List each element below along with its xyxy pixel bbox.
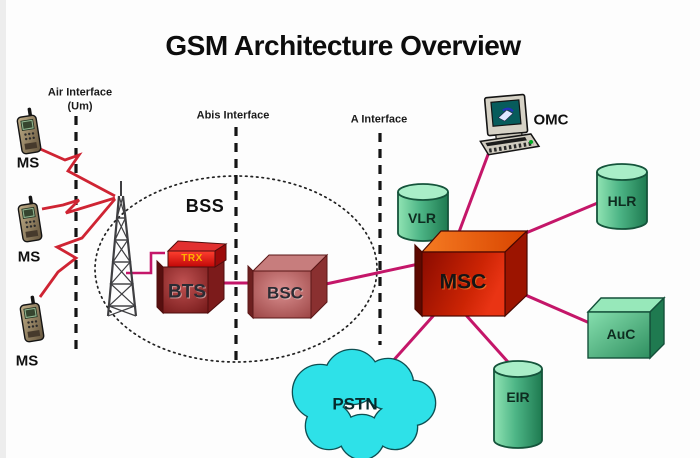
radio-link-ms1 [37, 146, 116, 198]
ms2-phone-icon [15, 194, 44, 243]
ms3-phone-icon [17, 294, 46, 343]
ms2-label: MS [17, 248, 41, 266]
msc-label: MSC [439, 270, 487, 294]
vlr-cylinder [397, 183, 449, 242]
bsc-label: BSC [267, 283, 303, 303]
air-interface-label: Air Interface [47, 86, 113, 99]
vlr-label: VLR [408, 210, 436, 226]
bsc-cube [247, 253, 329, 320]
radio-link-ms3 [38, 198, 117, 298]
omc-label: OMC [533, 111, 569, 129]
pstn-cloud [291, 348, 437, 458]
page-edge [0, 0, 6, 458]
auc-cube [586, 296, 666, 360]
radio-links [37, 146, 117, 298]
eir-label: EIR [506, 389, 530, 405]
omc-computer-icon [479, 93, 541, 156]
air-interface-sublabel: (Um) [67, 100, 93, 113]
bss-boundary-ellipse [94, 175, 378, 363]
ms1-phone-icon [14, 106, 43, 155]
antenna-tower-icon [106, 181, 138, 317]
bts-label: BTS [168, 281, 206, 303]
ms1-label: MS [16, 154, 40, 172]
msc-cube [414, 229, 529, 318]
bss-label: BSS [185, 196, 225, 216]
eir-cylinder [493, 360, 543, 449]
hlr-label: HLR [607, 193, 637, 209]
hlr-cylinder [596, 163, 648, 230]
bts-cube [156, 240, 228, 315]
trx-label: TRX [181, 253, 203, 264]
auc-label: AuC [606, 326, 636, 342]
trx-slab [166, 240, 228, 268]
pstn-label: PSTN [332, 394, 378, 414]
radio-link-ms2 [41, 196, 116, 215]
abis-interface-label: Abis Interface [196, 109, 270, 122]
link-msc-pstn [390, 314, 436, 363]
link-bsc-msc [311, 260, 429, 289]
ms3-label: MS [15, 352, 39, 370]
a-interface-label: A Interface [350, 113, 408, 126]
link-omc-msc [454, 151, 491, 241]
page-title: GSM Architecture Overview [165, 30, 521, 61]
link-tower-bts [126, 251, 165, 275]
